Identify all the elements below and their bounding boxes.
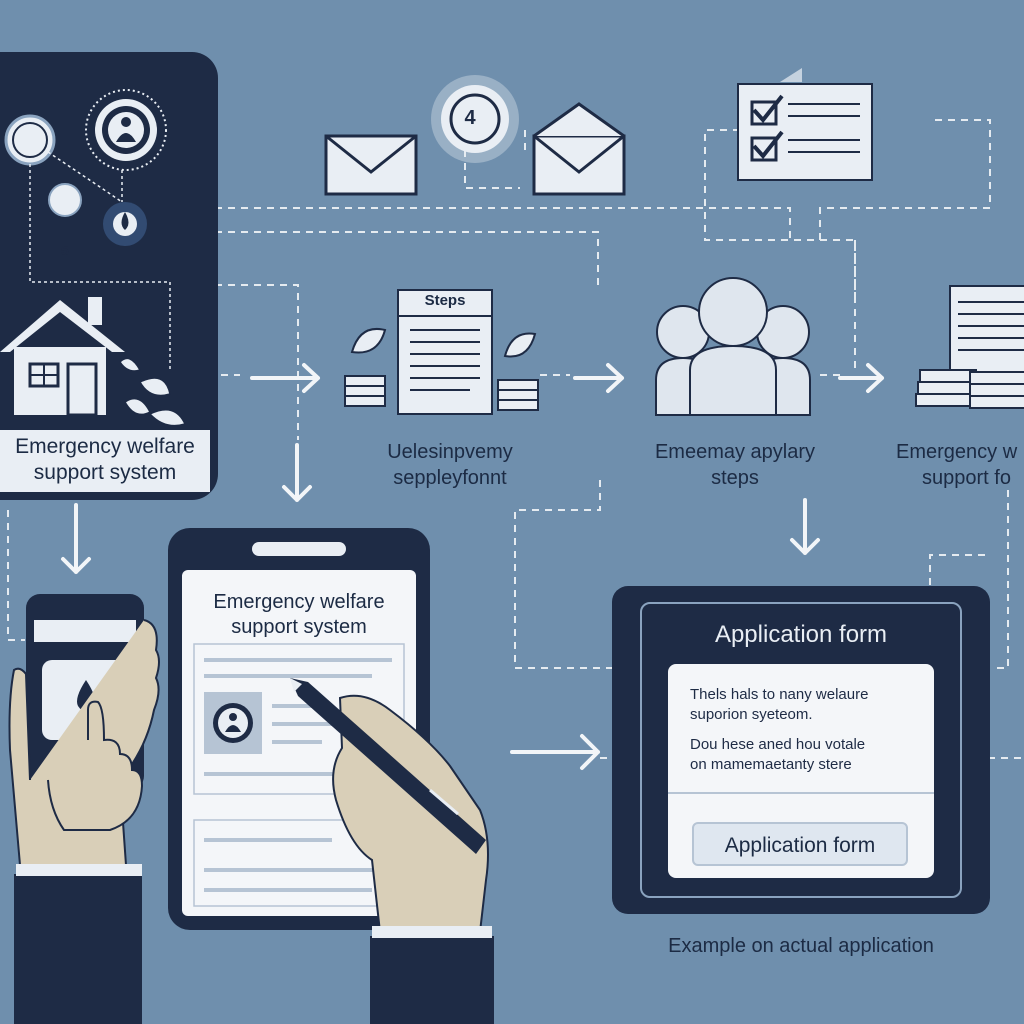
person-badge-icon: [85, 89, 167, 171]
pen-icon: [290, 678, 486, 854]
left-badge-6: 6: [24, 177, 35, 197]
step3-label-line1: Emergency w: [896, 441, 1018, 463]
step1-label-line2: seppleyfonnt: [393, 467, 507, 489]
application-panel-inner: [640, 602, 962, 898]
application-divider: [668, 792, 934, 794]
left-panel-title-line1: Emergency welfare: [15, 435, 195, 458]
step1-doc-header: Steps: [424, 292, 466, 309]
envelope-icon: [532, 102, 626, 196]
step2-label-line1: Emeemay apylary: [654, 441, 816, 463]
application-text-line1: Thels hals to nany welaure: [690, 686, 869, 703]
left-panel: 6 5 Emergency welfare support system: [0, 52, 218, 500]
caption: Example on actual application: [668, 935, 934, 957]
left-badge-5: 5: [61, 242, 69, 258]
tablet-form-lines: [193, 643, 405, 907]
hand-icon: [8, 619, 160, 866]
sun-badge-number: 4: [464, 107, 476, 129]
application-panel: Application form Thels hals to nany wela…: [612, 586, 990, 914]
tablet-notch: [252, 542, 346, 556]
application-text-line4: on mamemaetanty stere: [690, 756, 852, 773]
envelope-icon: [324, 134, 418, 196]
leaves-icon: [119, 357, 187, 427]
phone-illustration: [8, 594, 160, 1024]
left-panel-label: Emergency welfare support system: [0, 430, 210, 492]
left-panel-illustration: [0, 89, 187, 427]
people-group-icon: [655, 277, 811, 416]
left-panel-title-line2: support system: [33, 461, 177, 485]
document-with-coins-icon: [344, 289, 539, 415]
step1-label-line1: Uelesinpvemy: [387, 441, 513, 463]
tablet-title-line2: support system: [231, 616, 367, 638]
house-icon: [0, 297, 125, 417]
pen-hand-illustration: [290, 678, 494, 1024]
application-text-line2: suporion syeteom.: [690, 706, 813, 723]
sun-icon: [103, 202, 147, 246]
checklist-icon: [737, 83, 873, 181]
application-panel-title: Application form: [714, 621, 888, 648]
application-card: Thels hals to nany welaure suporion syet…: [668, 664, 934, 878]
step2-label-line2: steps: [711, 467, 759, 489]
step1-illustration: [344, 289, 539, 415]
top-row-illustration: [324, 68, 873, 196]
sun-badge-icon: [431, 75, 519, 163]
step2-illustration: [655, 277, 811, 416]
tablet-title-line1: Emergency welfare: [213, 591, 385, 613]
step3-label-line2: support fo: [922, 467, 1011, 489]
step3-illustration: [915, 285, 1024, 409]
application-form-button[interactable]: Application form: [692, 822, 908, 866]
stack-of-forms-icon: [915, 285, 1024, 409]
application-text-line3: Dou hese aned hou votale: [690, 736, 866, 753]
badge-icon: [4, 114, 56, 166]
